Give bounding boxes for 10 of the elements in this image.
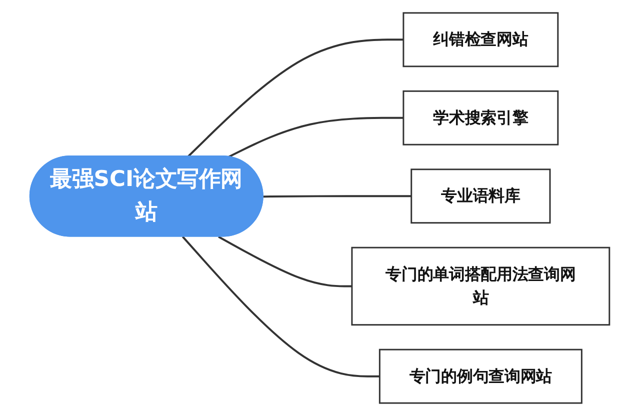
node-box: 专门的例句查询网站 [379, 348, 583, 404]
connector [228, 116, 404, 158]
node-box: 纠错检查网站 [403, 12, 559, 68]
connector [264, 195, 412, 198]
connector [188, 38, 404, 158]
connector [218, 236, 352, 288]
node-box: 专门的单词搭配用法查询网站 [352, 246, 610, 326]
node-box: 专业语料库 [410, 168, 552, 224]
connector [182, 236, 380, 378]
node-box: 学术搜索引擎 [403, 90, 559, 146]
